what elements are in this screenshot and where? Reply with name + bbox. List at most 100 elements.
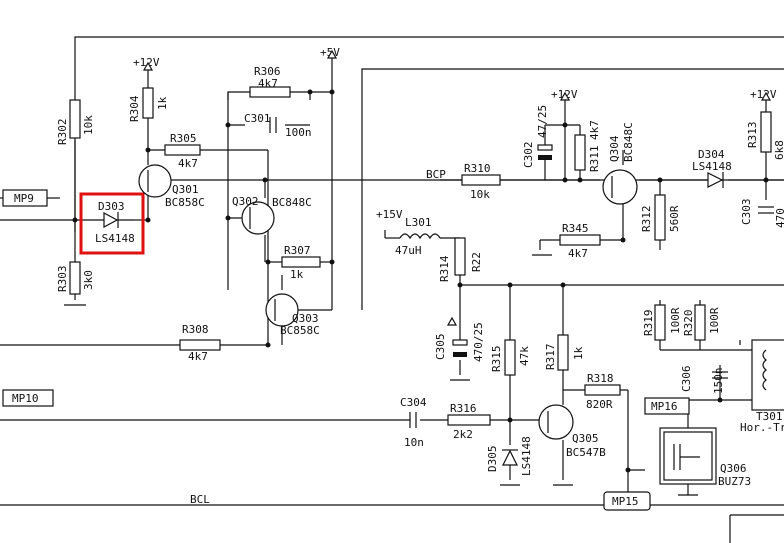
q304-ref: Q304 xyxy=(608,135,621,162)
mp16-label: MP16 xyxy=(651,400,678,413)
resistor-r306[interactable]: R306 4k7 xyxy=(249,65,291,98)
resistor-r345[interactable]: R345 4k7 xyxy=(559,222,601,260)
r345-value: 4k7 xyxy=(568,247,588,260)
r304-value: 1k xyxy=(156,96,169,110)
r317-ref: R317 xyxy=(544,344,557,371)
r303-value: 3k0 xyxy=(82,270,95,290)
resistor-r307[interactable]: R307 1k xyxy=(281,244,321,281)
t301-value: Hor.-Tra xyxy=(740,421,784,434)
test-point-mp9[interactable]: MP9 xyxy=(0,189,60,207)
q303-ref: Q303 xyxy=(292,312,319,325)
transistor-q301[interactable]: Q301 BC858C xyxy=(138,164,205,209)
resistor-r303[interactable]: R303 3k0 xyxy=(56,261,95,295)
q304-value: BC848C xyxy=(622,122,635,162)
capacitor-c303[interactable]: C303 470 xyxy=(740,199,784,229)
net-label-15v: +15V xyxy=(376,208,403,221)
r305-ref: R305 xyxy=(170,132,197,145)
resistor-r304[interactable]: R304 1k xyxy=(128,87,169,122)
q305-ref: Q305 xyxy=(572,432,599,445)
r345-ref: R345 xyxy=(562,222,589,235)
q301-value: BC858C xyxy=(165,196,205,209)
r319-value: 100R xyxy=(669,307,682,334)
r318-value: 820R xyxy=(586,398,613,411)
resistor-r302[interactable]: R302 10k xyxy=(56,99,95,145)
transistor-q303[interactable]: Q303 BC858C xyxy=(265,293,320,337)
resistor-r312[interactable]: R312 560R xyxy=(640,194,681,241)
resistor-r310[interactable]: R310 10k xyxy=(461,162,501,201)
resistor-r305[interactable]: R305 4k7 xyxy=(164,132,201,170)
net-label-bcl: BCL xyxy=(190,493,210,506)
resistor-r315[interactable]: R315 47k xyxy=(490,339,531,376)
highlight-box xyxy=(79,192,145,255)
resistor-r311[interactable]: R311 4k7 xyxy=(574,120,601,172)
resistor-r320[interactable]: R320 100R xyxy=(682,304,721,341)
inductor-l301[interactable]: L301 47uH xyxy=(395,216,441,257)
r308-ref: R308 xyxy=(182,323,209,336)
ground-symbols xyxy=(64,254,698,496)
d303-value: LS4148 xyxy=(95,232,135,245)
r312-ref: R312 xyxy=(640,206,653,233)
transistor-q304[interactable]: Q304 BC848C xyxy=(602,122,638,205)
diode-d303[interactable]: D303 LS4148 xyxy=(87,200,135,245)
r320-value: 100R xyxy=(708,307,721,334)
q305-value: BC547B xyxy=(566,446,606,459)
resistor-r316[interactable]: R316 2k2 xyxy=(447,402,491,441)
c301-ref: C301 xyxy=(244,112,271,125)
test-point-mp16[interactable]: MP16 xyxy=(644,397,690,415)
capacitor-c301[interactable]: C301 100n xyxy=(244,112,312,139)
q303-value: BC858C xyxy=(280,324,320,337)
r317-value: 1k xyxy=(572,346,585,360)
mp10-label: MP10 xyxy=(12,392,39,405)
diode-d304[interactable]: D304 LS4148 xyxy=(692,148,732,188)
capacitor-c305[interactable]: C305 470/25 xyxy=(434,316,485,362)
test-point-mp15[interactable]: MP15 xyxy=(603,491,651,511)
resistor-r317[interactable]: R317 1k xyxy=(544,334,585,371)
resistor-r318[interactable]: R318 820R xyxy=(584,372,621,411)
r304-ref: R304 xyxy=(128,95,141,122)
q302-value: BC848C xyxy=(272,196,312,209)
transistor-q302[interactable]: Q302 BC848C xyxy=(232,195,312,235)
transistor-q305[interactable]: Q305 BC547B xyxy=(538,404,606,459)
capacitor-c306[interactable]: C306 150n xyxy=(680,366,728,395)
d304-value: LS4148 xyxy=(692,160,732,173)
r305-value: 4k7 xyxy=(178,157,198,170)
r308-value: 4k7 xyxy=(188,350,208,363)
r313-ref: R313 xyxy=(746,122,759,149)
r311-value: 4k7 xyxy=(588,120,601,140)
capacitor-c304[interactable]: C304 10n xyxy=(400,396,427,449)
c306-value: 150n xyxy=(712,368,725,395)
transformer-t301[interactable]: T301 Hor.-Tra xyxy=(740,339,784,434)
d303-ref: D303 xyxy=(98,200,125,213)
mp15-label: MP15 xyxy=(612,495,639,508)
resistor-r313[interactable]: R313 6k8 xyxy=(746,111,784,160)
c301-value: 100n xyxy=(285,126,312,139)
c303-value: 470 xyxy=(774,208,784,228)
r310-value: 10k xyxy=(470,188,490,201)
r307-ref: R307 xyxy=(284,244,311,257)
test-point-mp10[interactable]: MP10 xyxy=(2,389,54,407)
q301-ref: Q301 xyxy=(172,183,199,196)
r314-ref: R314 xyxy=(438,255,451,282)
net-label-bcp: BCP xyxy=(426,168,446,181)
net-label-12v-c: +12V xyxy=(750,88,777,101)
d305-value: LS4148 xyxy=(520,436,533,476)
r314-value: R22 xyxy=(470,252,483,272)
r313-value: 6k8 xyxy=(773,140,784,160)
resistor-r314[interactable]: R314 R22 xyxy=(438,237,483,282)
diode-d305[interactable]: D305 LS4148 xyxy=(486,436,533,476)
c302-value: 47/25 xyxy=(536,105,549,138)
c306-ref: C306 xyxy=(680,366,693,393)
l301-value: 47uH xyxy=(395,244,422,257)
resistor-r319[interactable]: R319 100R xyxy=(642,304,682,341)
r316-value: 2k2 xyxy=(453,428,473,441)
c305-value: 470/25 xyxy=(472,322,485,362)
q302-ref: Q302 xyxy=(232,195,259,208)
capacitor-c302[interactable]: C302 47/25 xyxy=(522,105,553,168)
c305-ref: C305 xyxy=(434,334,447,361)
resistor-r308[interactable]: R308 4k7 xyxy=(179,323,221,363)
r319-ref: R319 xyxy=(642,310,655,337)
r316-ref: R316 xyxy=(450,402,477,415)
transistor-q306[interactable]: Q306 BUZ73 xyxy=(659,427,751,488)
c304-ref: C304 xyxy=(400,396,427,409)
